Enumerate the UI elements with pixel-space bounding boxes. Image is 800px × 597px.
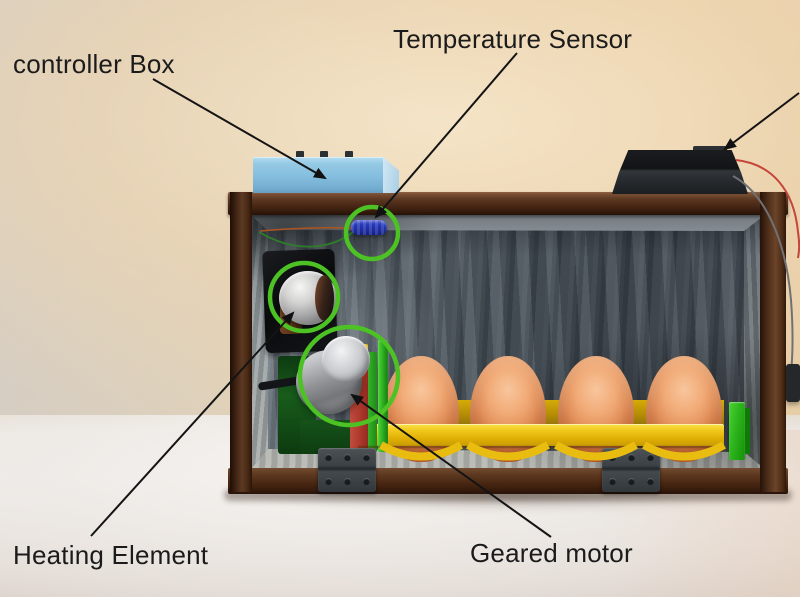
heating-element-opening <box>315 275 334 321</box>
screw <box>325 478 332 485</box>
hinge <box>602 448 660 492</box>
screw <box>363 478 370 485</box>
screw <box>647 478 654 485</box>
hinge <box>318 448 376 492</box>
screw <box>344 454 351 461</box>
screw <box>628 454 635 461</box>
screw <box>325 454 332 461</box>
heating-element-label: Heating Element <box>13 540 209 570</box>
geared-motor-label: Geared motor <box>470 538 633 568</box>
motor-green-slat <box>378 340 388 452</box>
frame-right-post <box>760 192 786 492</box>
frame-bottom-bar <box>228 468 788 494</box>
geared-motor-face <box>322 336 370 383</box>
egg-tray-front-bar <box>356 424 724 446</box>
controller-box-label: controller Box <box>13 49 175 79</box>
heating-element-dome <box>279 271 337 325</box>
screw <box>647 454 654 461</box>
motor-green-slat <box>368 352 377 452</box>
frame-top-bar <box>228 192 788 215</box>
controller-knob <box>345 151 353 159</box>
screw <box>628 478 635 485</box>
screw <box>609 454 616 461</box>
screw <box>344 478 351 485</box>
tray-end-bracket-side <box>745 408 750 454</box>
power-plug <box>786 364 800 402</box>
egg <box>646 356 722 462</box>
controller-box <box>253 157 383 193</box>
tray-end-bracket <box>729 402 745 460</box>
temperature-sensor-label: Temperature Sensor <box>393 24 633 54</box>
screw <box>363 454 370 461</box>
turner-unit <box>612 150 748 194</box>
egg <box>470 356 546 462</box>
screw <box>609 478 616 485</box>
egg <box>383 356 459 462</box>
egg <box>558 356 634 462</box>
temperature-sensor <box>351 220 387 235</box>
frame-left-post <box>230 192 252 492</box>
